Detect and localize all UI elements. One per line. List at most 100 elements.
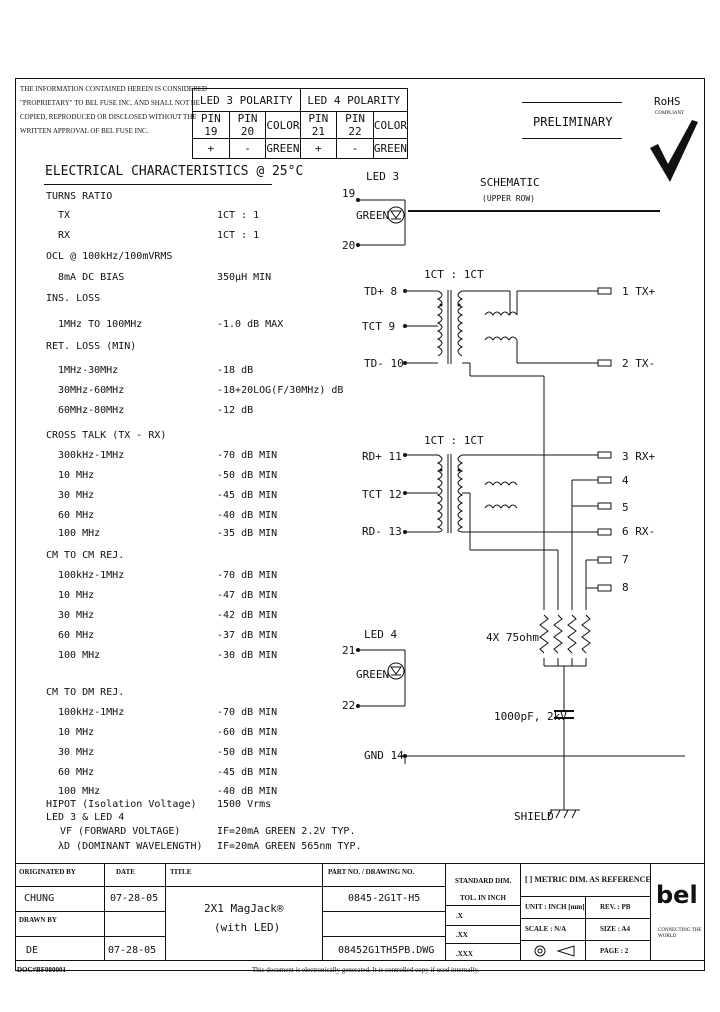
part-no-label: PART NO. / DRAWING NO.	[328, 868, 415, 876]
page: PAGE : 2	[600, 947, 629, 955]
spec-label: 100 MHz	[58, 650, 101, 661]
title-label: TITLE	[170, 868, 192, 876]
cell-value: +	[192, 138, 230, 159]
spec-value: -70 dB MIN	[217, 707, 278, 718]
drawn-date: 07-28-05	[108, 945, 157, 956]
originated-date: 07-28-05	[110, 893, 159, 904]
rohs-check-icon	[650, 120, 698, 182]
part-number: 0845-2G1T-H5	[348, 893, 421, 904]
footer-note: This document is electronically generate…	[252, 966, 480, 974]
pin-label: TD+ 8	[364, 285, 398, 298]
divider	[520, 863, 521, 960]
status-underline	[522, 138, 622, 139]
divider	[104, 863, 105, 960]
projection-symbol-icon	[534, 945, 575, 957]
spec-label: LED 3 & LED 4	[46, 812, 125, 823]
divider	[15, 960, 705, 961]
specs-title-underline	[44, 184, 272, 185]
divider	[650, 863, 651, 960]
connector-pin: 1 TX+	[622, 285, 656, 298]
led-polarity-table: LED 3 POLARITY LED 4 POLARITY PIN 19 PIN…	[192, 88, 409, 159]
date-label: DATE	[116, 868, 135, 876]
spec-label: 10 MHz	[58, 470, 95, 481]
connector-pin: 5	[622, 501, 629, 514]
spec-label: OCL @ 100kHz/100mVRMS	[46, 251, 173, 262]
divider	[322, 911, 445, 912]
size: SIZE : A4	[600, 925, 630, 933]
rohs-sub: COMPLIANT	[655, 111, 685, 116]
col-header: COLOR	[372, 111, 409, 139]
led3-color: GREEN	[356, 209, 390, 222]
pin-label: 19	[342, 187, 356, 200]
rx-ratio: 1CT : 1CT	[424, 434, 484, 447]
spec-value: -1.0 dB MAX	[217, 319, 284, 330]
spec-value: -40 dB MIN	[217, 510, 278, 521]
originator: CHUNG	[24, 893, 55, 904]
spec-value: -50 dB MIN	[217, 470, 278, 481]
led3-polarity-title: LED 3 POLARITY	[192, 88, 301, 112]
logo-tagline: CONNECTING THE WORLD	[658, 928, 702, 939]
spec-label: CROSS TALK (TX - RX)	[46, 430, 167, 441]
tol-xxx: .XXX	[456, 950, 473, 958]
col-header: PIN 20	[228, 111, 267, 139]
pin-label: 22	[342, 699, 356, 712]
spec-label: 30 MHz	[58, 747, 95, 758]
spec-value: -12 dB	[217, 405, 254, 416]
connector-pin: 3 RX+	[622, 450, 656, 463]
tol-label: TOL. IN INCH	[460, 894, 506, 902]
pin-label: RD+ 11	[362, 450, 402, 463]
divider	[165, 863, 166, 960]
connector-pin: 4	[622, 474, 629, 487]
col-header: PIN 19	[192, 111, 230, 139]
spec-label: 60 MHz	[58, 630, 95, 641]
divider	[445, 905, 520, 906]
col-header: COLOR	[265, 111, 301, 139]
rev: REV. : PB	[600, 903, 631, 911]
led4-polarity-title: LED 4 POLARITY	[299, 88, 408, 112]
spec-label: CM TO CM REJ.	[46, 550, 125, 561]
spec-label: 10 MHz	[58, 727, 95, 738]
connector-pin: 2 TX-	[622, 357, 656, 370]
pin-label: RD- 13	[362, 525, 402, 538]
spec-value: -70 dB MIN	[217, 450, 278, 461]
connector-pin: 7	[622, 553, 629, 566]
spec-value: 1CT : 1	[217, 230, 260, 241]
spec-label: 100kHz-1MHz	[58, 570, 125, 581]
file-name: 08452G1TH5PB.DWG	[338, 945, 435, 956]
spec-value: -40 dB MIN	[217, 786, 278, 797]
notice-line: COPIED, REPRODUCED OR DISCLOSED WITHOUT …	[20, 113, 197, 121]
notice-line: "PROPRIETARY" TO BEL FUSE INC. AND SHALL…	[20, 99, 200, 107]
cell-value: GREEN	[372, 138, 409, 159]
spec-label: 100 MHz	[58, 786, 101, 797]
connector-pin: 6 RX-	[622, 525, 656, 538]
spec-value: -50 dB MIN	[217, 747, 278, 758]
pin-label: TCT 12	[362, 488, 402, 501]
spec-value: 350µH MIN	[217, 272, 272, 283]
unit: UNIT : INCH [mm]	[525, 903, 585, 911]
spec-label: 60 MHz	[58, 767, 95, 778]
col-header: PIN 22	[336, 111, 374, 139]
drawer: DE	[26, 945, 39, 956]
pin-label: 20	[342, 239, 356, 252]
tol-xx: .XX	[456, 931, 468, 939]
divider	[15, 936, 165, 937]
std-dim-label: STANDARD DIM.	[455, 877, 512, 885]
metric-label: [ ] METRIC DIM. AS REFERENCE	[525, 875, 651, 884]
schematic-diagram	[356, 198, 685, 819]
spec-label: 30 MHz	[58, 610, 95, 621]
spec-value: -18+20LOG(F/30MHz) dB	[217, 385, 344, 396]
spec-label: HIPOT (Isolation Voltage)	[46, 799, 197, 810]
divider	[445, 943, 520, 944]
spec-value: 1500 Vrms	[217, 799, 272, 810]
spec-label: 10 MHz	[58, 590, 95, 601]
divider	[15, 886, 445, 887]
spec-label: 60 MHz	[58, 510, 95, 521]
company-logo: bel	[656, 881, 698, 909]
spec-label: 8mA DC BIAS	[58, 272, 125, 283]
spec-value: -18 dB	[217, 365, 254, 376]
cell-value: -	[228, 138, 267, 159]
divider	[15, 911, 165, 912]
pin-label: TD- 10	[364, 357, 404, 370]
spec-label: 1MHz TO 100MHz	[58, 319, 143, 330]
notice-line: THE INFORMATION CONTAINED HEREIN IS CONS…	[20, 85, 208, 93]
